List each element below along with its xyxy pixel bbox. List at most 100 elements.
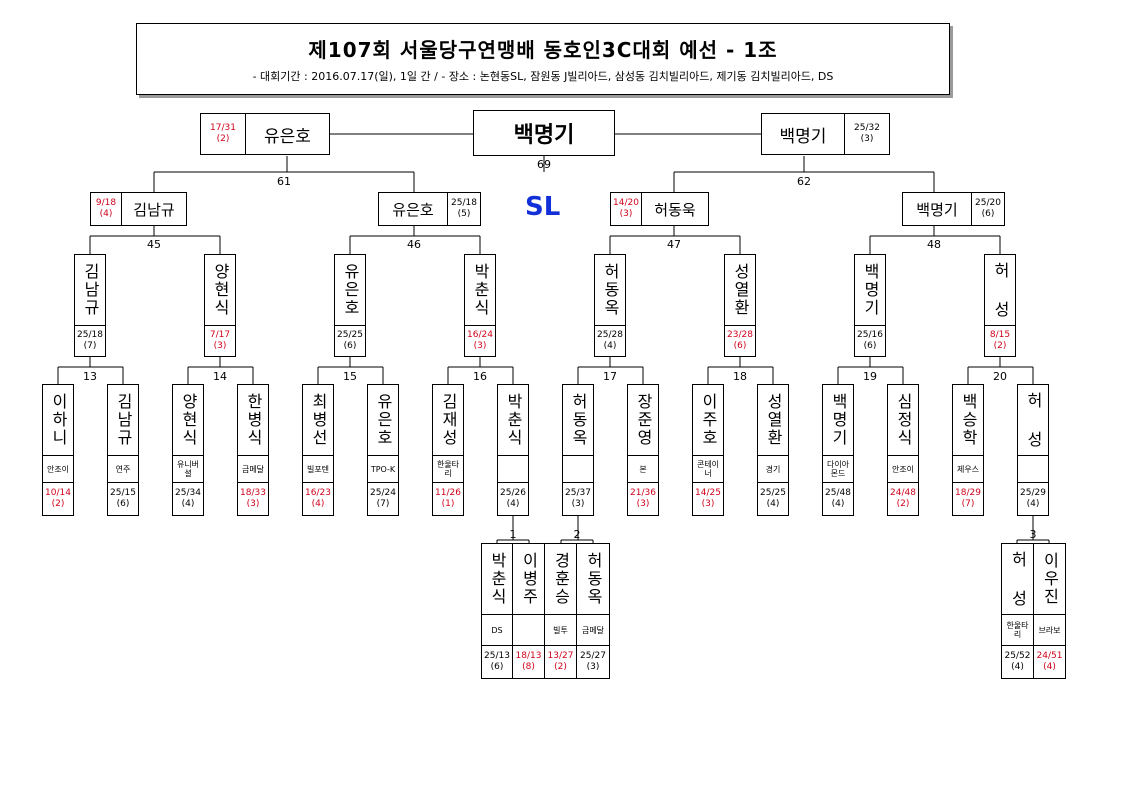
round1-11-score: 14/25(3) <box>692 482 724 516</box>
semi-3-name: 허동욱 <box>641 192 709 226</box>
quarter-1-name: 김남규 <box>74 254 106 326</box>
round1-10-score: 21/36(3) <box>627 482 659 516</box>
round1-3-club: 유니버셜 <box>172 455 204 483</box>
prelim-4-name: 허동옥 <box>576 543 610 615</box>
quarter-6-name: 성열환 <box>724 254 756 326</box>
round1-1-score: 10/14(2) <box>42 482 74 516</box>
venue-label: SL <box>525 192 561 222</box>
round1-1-name: 이하니 <box>42 384 74 456</box>
round1-10-name: 장준영 <box>627 384 659 456</box>
final-left-name: 유은호 <box>245 113 330 155</box>
event-info: - 대회기간 : 2016.07.17(일), 1일 간 / - 장소 : 논현… <box>252 70 834 83</box>
final-right-score: 25/32(3) <box>844 113 890 155</box>
quarter-3-score: 25/25(6) <box>334 325 366 357</box>
round1-16-club <box>1017 455 1049 483</box>
round1-3-score: 25/34(4) <box>172 482 204 516</box>
round1-6-club: TPO-K <box>367 455 399 483</box>
prelim-5-score: 25/52(4) <box>1001 645 1034 679</box>
round1-14-name: 심정식 <box>887 384 919 456</box>
round1-4-score: 18/33(3) <box>237 482 269 516</box>
match-number: 61 <box>277 175 291 188</box>
match-number: 47 <box>667 238 681 251</box>
round1-6-name: 유은호 <box>367 384 399 456</box>
round1-12-name: 성열환 <box>757 384 789 456</box>
match-number: 1 <box>509 528 517 541</box>
semi-4-name: 백명기 <box>902 192 972 226</box>
round1-16-score: 25/29(4) <box>1017 482 1049 516</box>
semi-1-name: 김남규 <box>121 192 187 226</box>
match-number: 14 <box>213 370 227 383</box>
round1-14-score: 24/48(2) <box>887 482 919 516</box>
round1-8-club <box>497 455 529 483</box>
round1-10-club: 본 <box>627 455 659 483</box>
semi-3-score: 14/20(3) <box>610 192 642 226</box>
match-number: 20 <box>993 370 1007 383</box>
match-number: 13 <box>83 370 97 383</box>
prelim-2-name: 이병주 <box>512 543 545 615</box>
round1-1-club: 안조이 <box>42 455 74 483</box>
match-number: 48 <box>927 238 941 251</box>
quarter-1-score: 25/18(7) <box>74 325 106 357</box>
round1-8-name: 박춘식 <box>497 384 529 456</box>
round1-3-name: 양현식 <box>172 384 204 456</box>
final-right-name: 백명기 <box>761 113 845 155</box>
match-number: 19 <box>863 370 877 383</box>
round1-13-name: 백명기 <box>822 384 854 456</box>
round1-11-name: 이주호 <box>692 384 724 456</box>
round1-15-club: 제우스 <box>952 455 984 483</box>
round1-4-club: 금메달 <box>237 455 269 483</box>
match-number: 62 <box>797 175 811 188</box>
quarter-3-name: 유은호 <box>334 254 366 326</box>
round1-15-name: 백승학 <box>952 384 984 456</box>
round1-14-club: 안조이 <box>887 455 919 483</box>
match-number: 46 <box>407 238 421 251</box>
round1-2-club: 연주 <box>107 455 139 483</box>
prelim-5-name: 허 성 <box>1001 543 1034 615</box>
semi-2-score: 25/18(5) <box>447 192 481 226</box>
quarter-2-name: 양현식 <box>204 254 236 326</box>
match-number: 45 <box>147 238 161 251</box>
champion-name: 백명기 <box>473 110 615 156</box>
round1-6-score: 25/24(7) <box>367 482 399 516</box>
quarter-7-name: 백명기 <box>854 254 886 326</box>
round1-13-club: 다이아몬드 <box>822 455 854 483</box>
prelim-3-club: 빌투 <box>544 614 577 646</box>
prelim-1-club: DS <box>481 614 513 646</box>
match-number: 3 <box>1029 528 1037 541</box>
prelim-6-name: 이우진 <box>1033 543 1066 615</box>
round1-4-name: 한병식 <box>237 384 269 456</box>
round1-11-club: 콘테이너 <box>692 455 724 483</box>
round1-13-score: 25/48(4) <box>822 482 854 516</box>
round1-7-club: 한울타리 <box>432 455 464 483</box>
prelim-5-club: 한울타리 <box>1001 614 1034 646</box>
round1-15-score: 18/29(7) <box>952 482 984 516</box>
match-number: 2 <box>573 528 581 541</box>
prelim-6-club: 브라보 <box>1033 614 1066 646</box>
round1-9-club <box>562 455 594 483</box>
round1-9-score: 25/37(3) <box>562 482 594 516</box>
round1-16-name: 허 성 <box>1017 384 1049 456</box>
match-number: 17 <box>603 370 617 383</box>
quarter-6-score: 23/28(6) <box>724 325 756 357</box>
prelim-3-name: 경훈승 <box>544 543 577 615</box>
quarter-4-name: 박춘식 <box>464 254 496 326</box>
prelim-4-score: 25/27(3) <box>576 645 610 679</box>
prelim-3-score: 13/27(2) <box>544 645 577 679</box>
page-title: 제107회 서울당구연맹배 동호인3C대회 예선 - 1조 <box>308 38 778 62</box>
round1-9-name: 허동옥 <box>562 384 594 456</box>
round1-5-score: 16/23(4) <box>302 482 334 516</box>
match-number: 18 <box>733 370 747 383</box>
match-number: 16 <box>473 370 487 383</box>
prelim-2-club <box>512 614 545 646</box>
round1-2-score: 25/15(6) <box>107 482 139 516</box>
prelim-6-score: 24/51(4) <box>1033 645 1066 679</box>
round1-12-score: 25/25(4) <box>757 482 789 516</box>
quarter-8-score: 8/15(2) <box>984 325 1016 357</box>
prelim-1-score: 25/13(6) <box>481 645 513 679</box>
round1-12-club: 경기 <box>757 455 789 483</box>
quarter-2-score: 7/17(3) <box>204 325 236 357</box>
quarter-7-score: 25/16(6) <box>854 325 886 357</box>
semi-2-name: 유은호 <box>378 192 448 226</box>
round1-2-name: 김남규 <box>107 384 139 456</box>
